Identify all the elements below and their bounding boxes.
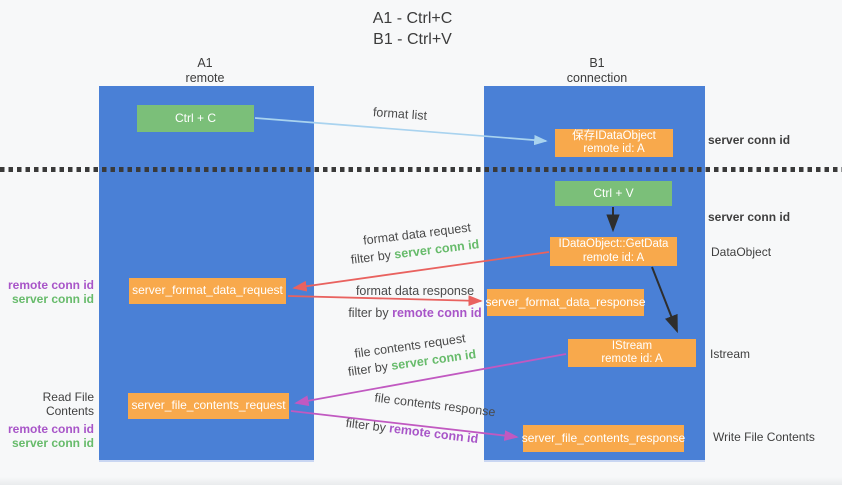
node-server-file-contents-request: server_file_contents_request bbox=[128, 393, 289, 419]
lifeline-a1-role: remote bbox=[185, 71, 225, 85]
title-line-a1: A1 - Ctrl+C bbox=[372, 10, 453, 27]
node-ctrl-c: Ctrl + C bbox=[137, 105, 254, 132]
node-idataobject-getdata-line1: IDataObject::GetData bbox=[558, 238, 669, 250]
node-istream: IStream remote id: A bbox=[568, 339, 696, 367]
node-server-format-data-request-label: server_format_data_request bbox=[132, 283, 283, 298]
node-server-format-data-response-label: server_format_data_response bbox=[485, 294, 646, 309]
annotation-dataobject: DataObject bbox=[711, 245, 772, 259]
node-save-idataobject: 保存IDataObject remote id: A bbox=[555, 129, 673, 157]
label-format-list: format list bbox=[372, 105, 428, 123]
server-conn-id-label: server conn id bbox=[11, 291, 94, 306]
label-format-data-response: format data response bbox=[355, 284, 475, 298]
node-save-idataobject-line2: remote id: A bbox=[583, 143, 645, 155]
node-server-file-contents-request-label: server_file_contents_request bbox=[131, 398, 286, 413]
annotation-left-format-keys: remote conn id server conn id bbox=[0, 278, 94, 306]
lifeline-header-b1: B1 connection bbox=[537, 56, 657, 86]
node-istream-line2: remote id: A bbox=[601, 353, 663, 365]
node-server-file-contents-response: server_file_contents_response bbox=[521, 425, 686, 452]
annotation-server-conn-id-save: server conn id bbox=[708, 133, 791, 147]
lifeline-a1-name: A1 bbox=[197, 56, 213, 70]
filter-by-text: filter by bbox=[344, 415, 391, 436]
annotation-left-file-keys: Read File Contents remote conn id server… bbox=[0, 390, 94, 450]
node-save-idataobject-line1: 保存IDataObject bbox=[572, 129, 656, 142]
bottom-edge-shade bbox=[0, 477, 842, 485]
diagram-title: A1 - Ctrl+C B1 - Ctrl+V bbox=[320, 8, 505, 50]
node-idataobject-getdata-line2: remote id: A bbox=[582, 251, 645, 264]
filter-by-text: filter by bbox=[348, 306, 393, 320]
node-ctrl-v-label: Ctrl + V bbox=[593, 185, 634, 200]
annotation-write-file-contents: Write File Contents bbox=[713, 430, 815, 444]
read-file-contents-label: Read File Contents bbox=[42, 390, 94, 418]
lifeline-b1-name: B1 bbox=[589, 56, 605, 70]
remote-conn-id-label: remote conn id bbox=[7, 422, 94, 436]
node-idataobject-getdata: IDataObject::GetData remote id: A bbox=[550, 237, 677, 266]
annotation-server-conn-id-ctrl-v: server conn id bbox=[708, 210, 791, 224]
node-server-format-data-response: server_format_data_response bbox=[485, 289, 646, 316]
remote-conn-id-key: remote conn id bbox=[388, 421, 480, 447]
node-ctrl-c-label: Ctrl + C bbox=[174, 110, 216, 125]
remote-conn-id-key: remote conn id bbox=[392, 306, 482, 320]
phase-divider-dotted-line bbox=[0, 167, 842, 172]
label-file-contents-response-filter: filter by remote conn id bbox=[345, 416, 479, 446]
label-file-contents-response: file contents response bbox=[373, 390, 497, 420]
node-ctrl-v: Ctrl + V bbox=[555, 181, 672, 206]
label-format-data-response-filter: filter by remote conn id bbox=[348, 306, 481, 320]
title-line-b1: B1 - Ctrl+V bbox=[373, 31, 452, 48]
server-conn-id-label: server conn id bbox=[11, 435, 94, 450]
node-server-file-contents-response-label: server_file_contents_response bbox=[521, 430, 686, 445]
node-server-format-data-request: server_format_data_request bbox=[129, 278, 286, 304]
filter-by-text: filter by bbox=[350, 247, 396, 267]
lifeline-b1-role: connection bbox=[566, 71, 628, 85]
remote-conn-id-label: remote conn id bbox=[7, 278, 94, 292]
annotation-istream: Istream bbox=[710, 347, 751, 361]
lifeline-header-a1: A1 remote bbox=[145, 56, 265, 86]
filter-by-text: filter by bbox=[347, 358, 393, 379]
node-istream-line1: IStream bbox=[611, 339, 653, 352]
